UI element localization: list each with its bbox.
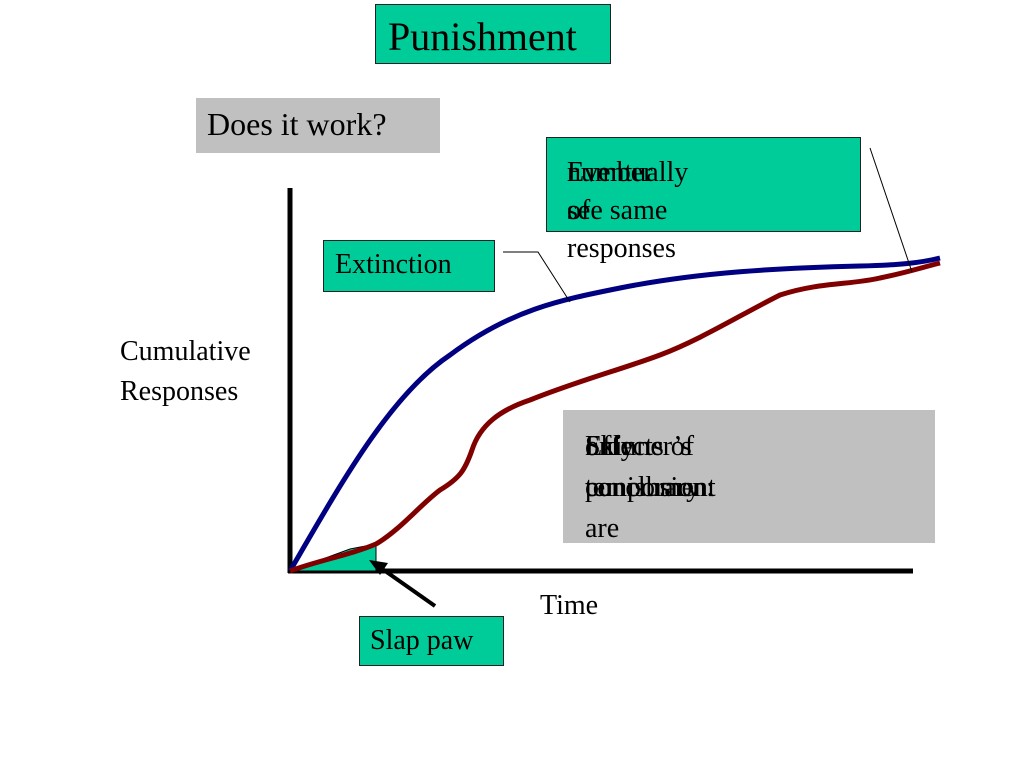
conclusion-line-1: Skinner’s conclusion: [585, 431, 715, 503]
question-text: Does it work? [207, 106, 387, 142]
page-title: Punishment [388, 14, 577, 59]
y-axis-label: Cumulative Responses [120, 332, 251, 412]
slap-paw-text: Slap paw [370, 625, 474, 656]
eventually-line-2: number of responses [567, 157, 676, 264]
conclusion-callout: Skinner’s conclusion: Effects of punishm… [563, 410, 935, 544]
eventually-callout: Eventually see same number of responses [546, 137, 861, 264]
title-box: Punishment [375, 4, 611, 64]
y-axis-label-line-2: Responses [120, 376, 239, 407]
eventually-line-1: Eventually see same [567, 157, 689, 226]
punished-curve [289, 260, 941, 574]
conclusion-line-3: only temporary [585, 431, 701, 503]
slap-paw-callout: Slap paw [359, 616, 504, 666]
y-axis-label-line-1: Cumulative [120, 336, 251, 367]
slap-arrow-head [369, 560, 388, 575]
conclusion-line-2: Effects of punishment are [585, 431, 716, 544]
question-box: Does it work? [196, 98, 440, 153]
x-axis-label: Time [540, 590, 599, 621]
slap-arrow-line [376, 564, 437, 608]
extinction-callout: Extinction [323, 240, 495, 292]
extinction-text: Extinction [335, 249, 452, 280]
eventually-pointer [869, 147, 913, 273]
extinction-pointer [503, 251, 571, 303]
extinction-curve [287, 255, 941, 573]
